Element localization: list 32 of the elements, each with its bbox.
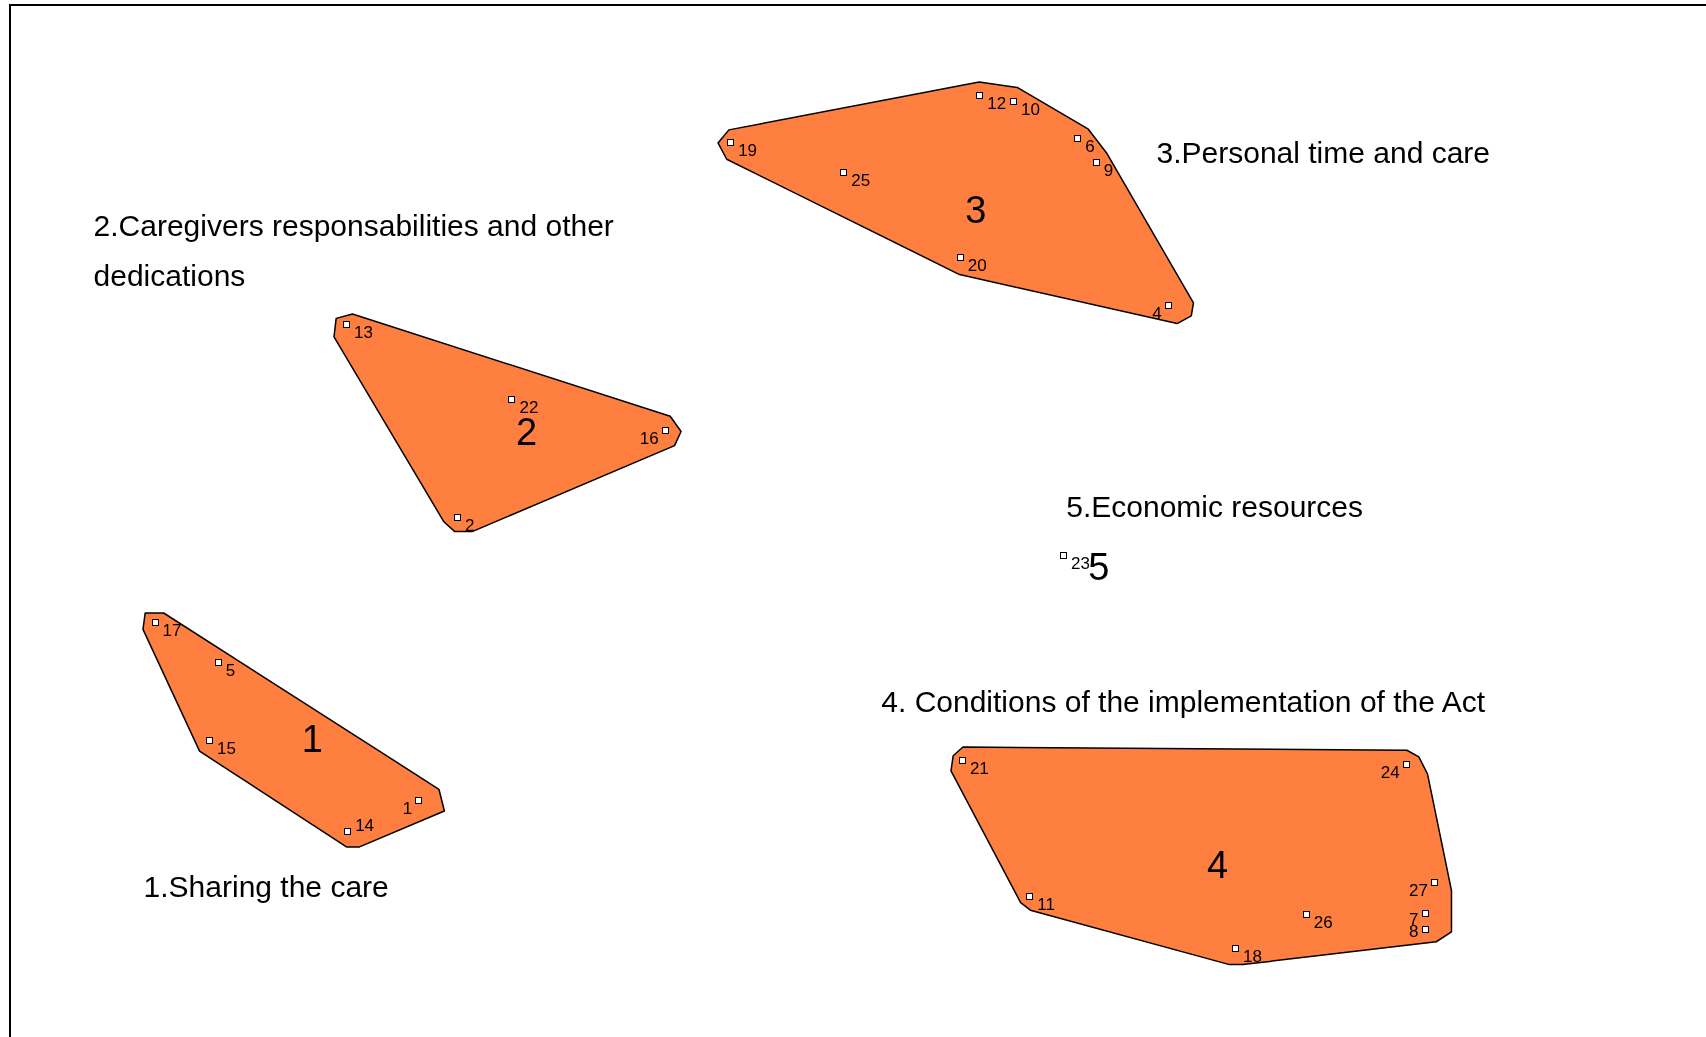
cluster-heading: 4. Conditions of the implementation of the Act (881, 684, 1485, 721)
point-label: 26 (1313, 912, 1333, 931)
point-label: 19 (738, 139, 758, 159)
cluster-number: 5 (1088, 547, 1110, 586)
point-label: 24 (1380, 761, 1400, 781)
point-label: 18 (1242, 945, 1262, 965)
cluster-heading: 3.Personal time and care (1156, 134, 1491, 171)
cluster-heading: 1.Sharing the care (143, 869, 389, 906)
point-label: 2 (465, 514, 475, 534)
point-label: 23 (1071, 552, 1090, 572)
point-label: 15 (216, 737, 236, 757)
point-label: 27 (1409, 880, 1428, 900)
point-label: 17 (162, 620, 182, 640)
cluster-number: 1 (301, 719, 323, 758)
point-label: 12 (987, 92, 1007, 112)
cluster-number: 4 (1206, 845, 1229, 884)
point-label: 4 (1152, 302, 1162, 322)
point-label: 14 (355, 815, 375, 835)
point-label: 9 (1103, 160, 1114, 180)
point-label: 1 (402, 797, 413, 817)
point-label: 25 (851, 170, 871, 189)
cluster-heading: 2.Caregivers responsabilities and other dedications (93, 208, 615, 294)
point-label: 11 (1037, 893, 1055, 913)
point-label: 5 (225, 659, 236, 679)
cluster-number: 3 (965, 190, 987, 229)
point-label: 20 (967, 254, 987, 274)
point-label: 13 (354, 322, 373, 342)
cluster-heading: 5.Economic resources (1066, 488, 1364, 525)
point-label: 10 (1021, 99, 1040, 119)
point-label: 6 (1085, 136, 1095, 156)
point-label: 16 (639, 427, 659, 447)
point-label: 21 (969, 757, 989, 777)
